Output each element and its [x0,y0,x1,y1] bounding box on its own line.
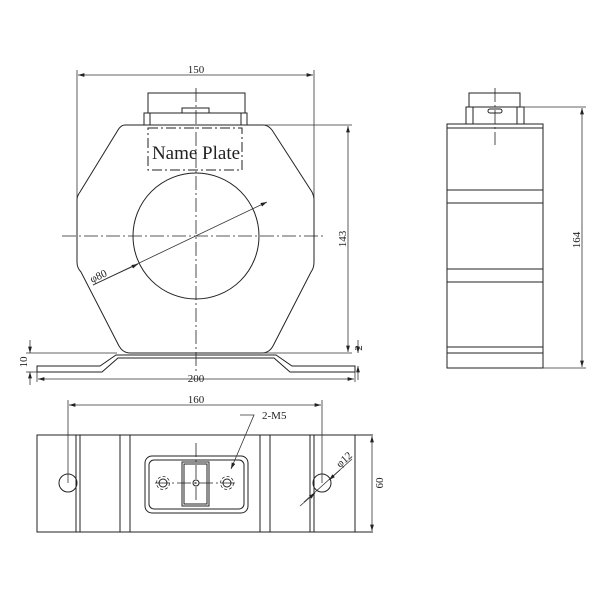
side-height-dim: 164 [571,231,583,248]
name-plate-area [147,127,243,171]
hole-spacing-dim: 160 [188,394,205,406]
base-height-dim: 10 [18,356,30,368]
width-dim: 150 [188,64,205,76]
top-body [36,434,356,533]
side-view: 164 [446,88,586,369]
front-view: Name Plate φ80 150 143 200 10 2 [18,64,365,385]
height-dim: 143 [337,230,349,247]
depth-dim: 60 [374,477,386,489]
bore-diameter-dim: φ80 [88,267,109,285]
terminal-box-outline [144,455,249,514]
name-plate-label: Name Plate [152,143,240,164]
base-gap-dim: 2 [353,345,365,351]
side-body [446,123,544,369]
terminal-cap [143,92,248,126]
top-view: 160 2-M5 φ12 60 [36,394,386,533]
base-width-dim: 200 [188,373,205,385]
thread-callout-leader [230,414,255,470]
thread-callout: 2-M5 [262,410,287,422]
hole-dia-dim: φ12 [334,450,355,471]
